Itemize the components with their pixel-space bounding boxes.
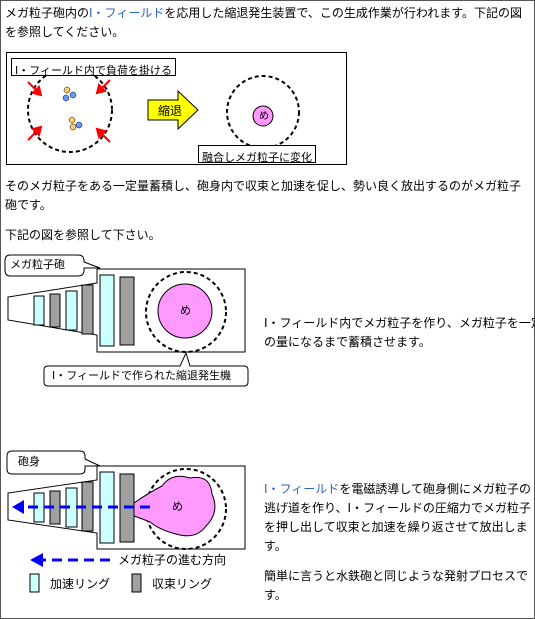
legend-direction: メガ粒子の進む方向 xyxy=(118,553,227,567)
i-field-link-2[interactable]: I・フィールド xyxy=(264,482,340,496)
fig3-desc-line-2: 逃げ道を作り、I・フィールドの圧縮力でメガ粒子 xyxy=(264,501,531,515)
mega-cannon-label: メガ粒子砲 xyxy=(10,258,65,271)
fig3-desc-line-1: I・フィールドを電磁誘導して砲身側にメガ粒子の xyxy=(264,482,531,496)
intro-line-1: メガ粒子砲内のI・フィールドを応用した縮退発生装置で、この生成作業が行われます。… xyxy=(5,6,523,20)
para2-line-2: 砲です。 xyxy=(5,198,52,212)
load-arrows xyxy=(27,79,111,143)
particle-glyph-3: め xyxy=(172,500,183,513)
intro-line-2: を参照してください。 xyxy=(5,25,125,39)
degenerate-arrow xyxy=(147,89,199,131)
fig3-desc-line-4: す。 xyxy=(264,539,287,553)
fig3-desc2-line-1: 簡単に言うと水鉄砲と同じような発射プロセスで xyxy=(264,569,529,583)
fig2-desc-line-1: I・フィールド内でメガ粒子を作り、メガ粒子を一定 xyxy=(264,316,535,330)
particle-glyph-2: め xyxy=(180,304,191,317)
i-field-link[interactable]: I・フィールド xyxy=(89,6,165,20)
barrel-label: 砲身 xyxy=(18,455,40,468)
fig3-desc2-line-2: す。 xyxy=(264,588,287,602)
para3: 下記の図を参照して下さい。 xyxy=(5,228,161,242)
mega-particle-small xyxy=(252,105,274,127)
fig3-desc-line-3: を押し出して収束と加速を繰り返させて放出しま xyxy=(264,520,528,534)
fig2-desc-line-2: の量になるまで蓄積させます。 xyxy=(264,335,431,349)
degenerate-generator-label: I・フィールドで作られた縮退発生機 xyxy=(52,369,232,382)
legend-converge-ring: 収束リング xyxy=(152,577,213,591)
result-label-box: 融合しメガ粒子に変化 xyxy=(198,145,316,164)
para2-line-1: そのメガ粒子をある一定量蓄積し、砲身内で収束と加速を促し、勢い良く放出するのがメ… xyxy=(5,179,522,193)
load-label-box: I・フィールド内で負荷を掛ける xyxy=(11,58,177,77)
legend-accel-ring: 加速リング xyxy=(50,577,111,591)
degenerate-label: 縮退 xyxy=(158,104,183,118)
particle-glyph-1: め xyxy=(259,111,269,122)
